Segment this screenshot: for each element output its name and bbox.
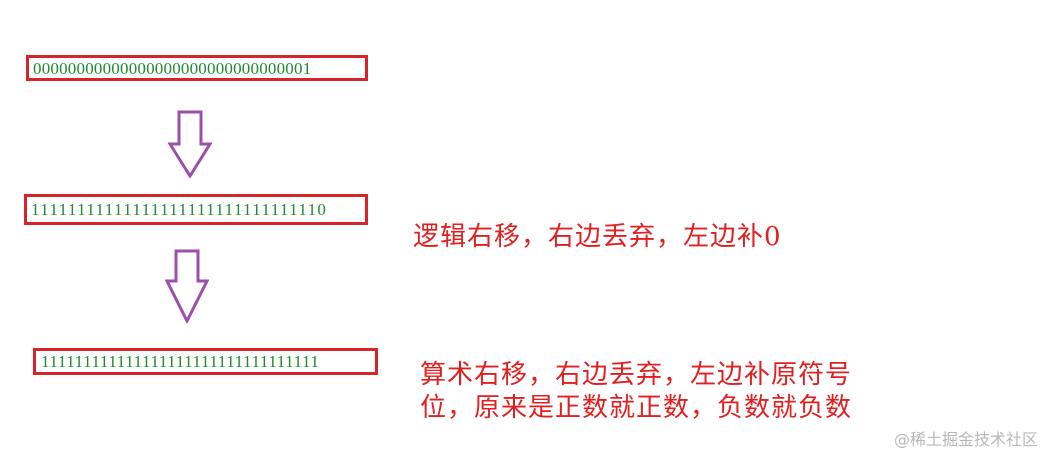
original-bits-text: 00000000000000000000000000000001 <box>33 59 312 78</box>
arithmetic-shift-note-line2: 位，原来是正数就正数，负数就负数 <box>420 393 853 423</box>
original-bits-box: 00000000000000000000000000000001 <box>26 55 368 81</box>
arithmetic-shift-note: 算术右移，右边丢弃，左边补原符号 位，原来是正数就正数，负数就负数 <box>420 359 852 425</box>
shifted-bits-box: 111111111111111111111111111111111 <box>33 348 378 375</box>
down-arrow-icon <box>165 249 209 323</box>
arithmetic-shift-note-line1: 算术右移，右边丢弃，左边补原符号 <box>420 360 853 390</box>
watermark: @稀土掘金技术社区 <box>893 430 1038 449</box>
complement-bits-box: 11111111111111111111111111111110 <box>24 194 368 225</box>
down-arrow-icon <box>168 110 212 178</box>
complement-bits-text: 11111111111111111111111111111110 <box>31 200 328 219</box>
shifted-bits-text: 111111111111111111111111111111111 <box>41 352 320 371</box>
logical-shift-note: 逻辑右移，右边丢弃，左边补0 <box>413 222 782 252</box>
